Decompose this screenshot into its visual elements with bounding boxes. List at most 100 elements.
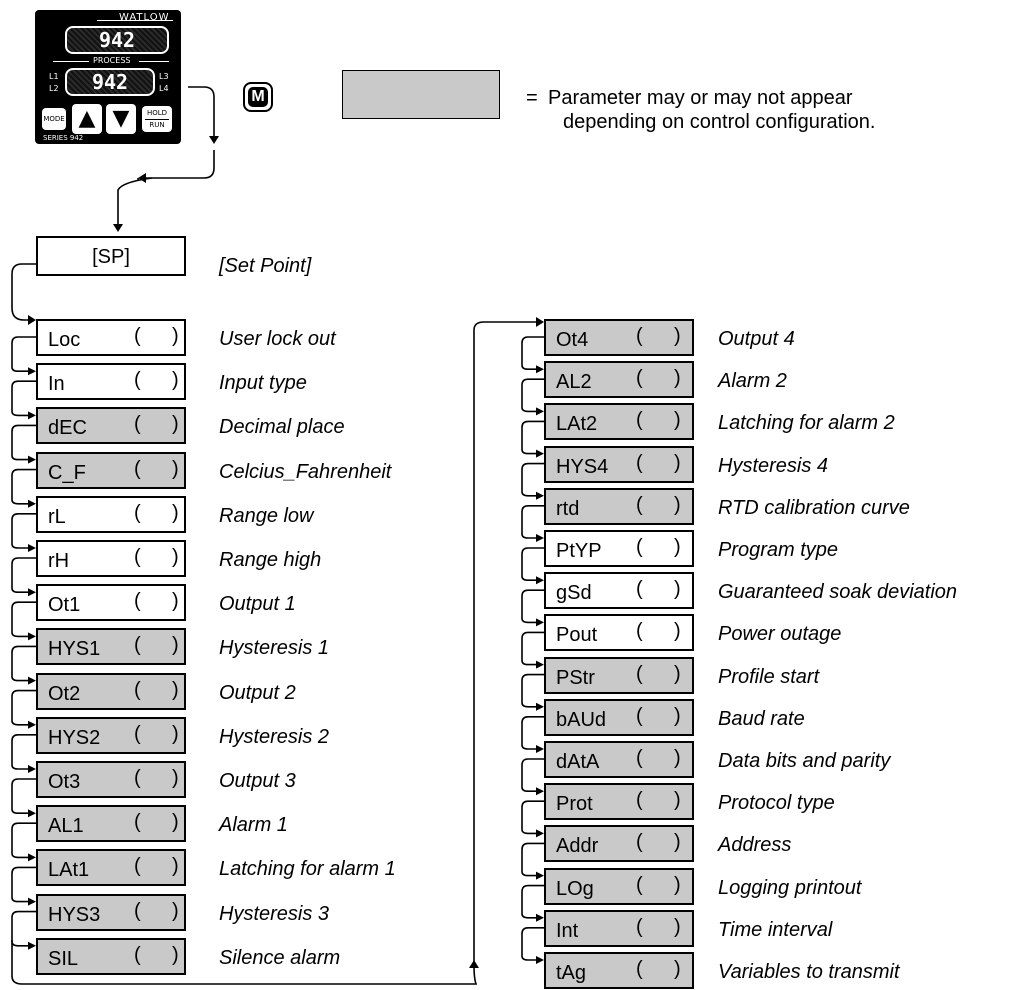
bottom-display: 942 — [65, 68, 155, 96]
parameter-code: dEC — [48, 417, 87, 439]
parameter-code: HYS3 — [48, 904, 100, 926]
parameter-box: PStr() — [544, 657, 694, 694]
parameter-box: In() — [36, 363, 186, 400]
value-close-paren: ) — [172, 944, 179, 966]
parameter-description: Hysteresis 4 — [718, 454, 828, 478]
parameter-description: Program type — [718, 538, 838, 562]
value-open-paren: ( — [134, 944, 141, 966]
parameter-description: Hysteresis 1 — [219, 636, 329, 660]
parameter-code: tAg — [556, 962, 586, 984]
step-connector — [12, 425, 36, 459]
parameter-description: Input type — [219, 371, 307, 395]
value-open-paren: ( — [636, 367, 643, 389]
parameter-box: HYS1() — [36, 628, 186, 665]
parameter-box: bAUd() — [544, 699, 694, 736]
value-open-paren: ( — [134, 590, 141, 612]
step-connector — [12, 602, 36, 636]
parameter-box: dAtA() — [544, 741, 694, 778]
step-arrowhead — [28, 942, 36, 950]
value-open-paren: ( — [134, 811, 141, 833]
parameter-code: LAt1 — [48, 859, 89, 881]
value-close-paren: ) — [674, 578, 681, 600]
value-close-paren: ) — [674, 409, 681, 431]
step-arrowhead — [536, 618, 544, 626]
value-open-paren: ( — [636, 494, 643, 516]
parameter-code: HYS1 — [48, 638, 100, 660]
value-close-paren: ) — [172, 546, 179, 568]
l1-label: L1 — [49, 72, 59, 81]
step-connector — [522, 675, 544, 707]
value-open-paren: ( — [636, 620, 643, 642]
parameter-code: In — [48, 373, 65, 395]
parameter-code: LAt2 — [556, 413, 597, 435]
value-open-paren: ( — [636, 325, 643, 347]
step-arrowhead — [28, 588, 36, 596]
parameter-description: Baud rate — [718, 707, 805, 731]
parameter-description: RTD calibration curve — [718, 496, 910, 520]
value-close-paren: ) — [172, 502, 179, 524]
value-open-paren: ( — [134, 723, 141, 745]
set-point-code: [SP] — [38, 246, 184, 269]
parameter-box: LAt2() — [544, 403, 694, 440]
parameter-box: LOg () — [544, 868, 694, 905]
hold-run-button[interactable]: HOLD RUN — [142, 106, 172, 132]
value-close-paren: ) — [172, 590, 179, 612]
step-arrowhead — [28, 411, 36, 419]
parameter-box: AL2() — [544, 361, 694, 398]
value-close-paren: ) — [674, 874, 681, 896]
step-connector — [12, 823, 36, 857]
parameter-code: Ot3 — [48, 771, 80, 793]
value-open-paren: ( — [134, 458, 141, 480]
parameter-code: bAUd — [556, 709, 606, 731]
value-open-paren: ( — [636, 874, 643, 896]
parameter-description: Silence alarm — [219, 946, 340, 970]
parameter-box: Int() — [544, 910, 694, 947]
step-arrowhead — [536, 661, 544, 669]
parameter-description: Hysteresis 2 — [219, 725, 329, 749]
parameter-description: Decimal place — [219, 415, 345, 439]
value-close-paren: ) — [674, 663, 681, 685]
parameter-code: Ot2 — [48, 683, 80, 705]
parameter-description: Variables to transmit — [718, 960, 900, 984]
parameter-description: User lock out — [219, 327, 336, 351]
parameter-box: Ot2() — [36, 673, 186, 710]
step-arrowhead — [536, 829, 544, 837]
parameter-description: Data bits and parity — [718, 749, 890, 773]
step-arrowhead — [28, 765, 36, 773]
step-arrowhead — [536, 745, 544, 753]
value-open-paren: ( — [134, 546, 141, 568]
parameter-box: LAt1() — [36, 849, 186, 886]
up-arrow-button[interactable]: ▲ — [72, 104, 102, 134]
parameter-description: Latching for alarm 2 — [718, 411, 895, 435]
step-connector — [12, 646, 36, 680]
parameter-description: Alarm 1 — [219, 813, 288, 837]
set-point-description: [Set Point] — [219, 254, 311, 278]
value-close-paren: ) — [674, 494, 681, 516]
value-open-paren: ( — [636, 536, 643, 558]
hold-label: HOLD — [142, 109, 172, 118]
parameter-code: AL2 — [556, 371, 592, 393]
parameter-box: HYS2() — [36, 717, 186, 754]
parameter-description: Profile start — [718, 665, 819, 689]
step-arrowhead — [28, 367, 36, 375]
step-connector — [522, 337, 544, 369]
step-arrowhead — [536, 407, 544, 415]
legend-line-2: depending on control configuration. — [563, 110, 875, 134]
step-arrowhead — [28, 456, 36, 464]
step-connector — [522, 717, 544, 749]
mode-button[interactable]: MODE — [42, 108, 66, 130]
parameter-box: AL1() — [36, 805, 186, 842]
value-close-paren: ) — [674, 916, 681, 938]
parameter-box: rH() — [36, 540, 186, 577]
step-connector — [522, 928, 544, 960]
step-connector — [522, 506, 544, 538]
parameter-description: Time interval — [718, 918, 832, 942]
step-arrowhead — [536, 956, 544, 964]
parameter-description: Power outage — [718, 622, 841, 646]
parameter-description: Output 2 — [219, 681, 296, 705]
parameter-code: LOg — [556, 878, 594, 900]
step-arrowhead — [536, 365, 544, 373]
parameter-code: gSd — [556, 582, 592, 604]
down-arrow-button[interactable]: ▼ — [106, 104, 136, 134]
value-open-paren: ( — [636, 452, 643, 474]
